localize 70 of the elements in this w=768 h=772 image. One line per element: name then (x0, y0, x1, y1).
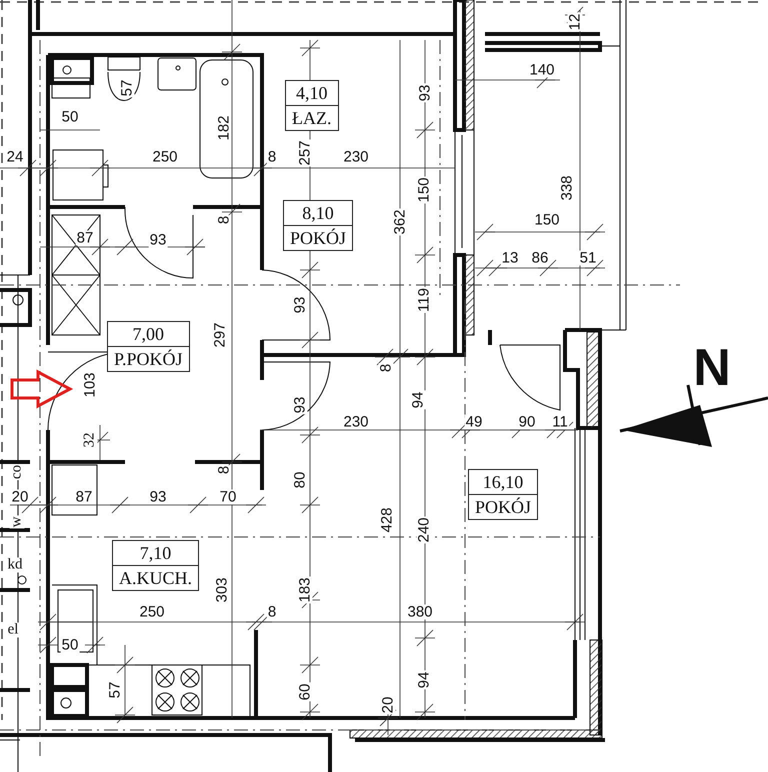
utility-label: el (6, 622, 20, 638)
dimension-label: 8 (266, 150, 278, 164)
dimension-label: 24 (6, 150, 24, 164)
dimension-label: 250 (151, 150, 179, 164)
dimension-label: 182 (216, 114, 232, 142)
dimension-label: 20 (10, 490, 30, 504)
dimension-label: 90 (518, 414, 536, 430)
dimension-label: 8 (216, 464, 232, 476)
dimension-label: 11 (551, 414, 569, 430)
room-area: 8,10 (284, 201, 352, 225)
dimension-label: 94 (416, 670, 432, 690)
dimension-label: 8 (266, 604, 278, 620)
room-area: 16,10 (469, 470, 538, 494)
room-label (107, 321, 190, 372)
dimension-label: 380 (406, 604, 434, 620)
dimension-label: 140 (528, 62, 556, 78)
utility-label: 32 (82, 432, 98, 448)
dimension-label: 257 (298, 139, 312, 167)
dimension-label: 93 (148, 490, 168, 504)
dimension-label: 87 (74, 490, 94, 504)
dimension-label: 93 (292, 296, 308, 314)
room-area: 7,00 (108, 322, 189, 346)
room-name: POKÓJ (469, 494, 538, 519)
dimension-label: 230 (342, 414, 370, 430)
dimension-label: 20 (380, 696, 396, 714)
dimension-label: 150 (533, 212, 561, 228)
room-label (112, 540, 200, 591)
room-area: 7,10 (113, 541, 198, 565)
dimension-label: 119 (416, 287, 432, 313)
dimension-label: 93 (292, 396, 308, 414)
dimension-label: 93 (418, 84, 432, 102)
dimension-label: 303 (214, 576, 230, 604)
dimension-label: 8 (378, 362, 394, 374)
dimension-label: 230 (342, 150, 370, 164)
dimension-label: 50 (60, 110, 80, 124)
dimension-label: 183 (298, 576, 312, 604)
dimension-label: 297 (212, 321, 228, 349)
dimension-label: 51 (578, 250, 598, 266)
dimension-label: 8 (216, 214, 232, 226)
dimension-label: 49 (464, 414, 484, 430)
utility-label: w (10, 516, 24, 528)
north-label: N (692, 342, 732, 394)
dimension-label: 60 (298, 682, 312, 702)
dimension-label: 50 (60, 638, 80, 652)
dimension-label: 12 (568, 12, 582, 32)
dimension-label: 93 (148, 232, 168, 248)
room-label (283, 200, 354, 251)
dimension-label: 86 (530, 250, 550, 266)
dimension-label: 362 (392, 208, 408, 236)
room-name: ŁAZ. (286, 105, 338, 130)
dimension-label: 70 (218, 490, 238, 504)
dimension-label: 57 (108, 680, 122, 700)
dimension-label: 87 (76, 230, 94, 246)
dimension-label: 428 (380, 506, 394, 534)
room-label (468, 469, 538, 520)
room-name: P.POKÓJ (108, 346, 189, 371)
dimension-label: 57 (120, 78, 134, 98)
dimension-label: 80 (292, 470, 308, 490)
dimension-label: 240 (416, 516, 432, 544)
room-label (285, 80, 338, 131)
dimension-label: 250 (138, 604, 166, 620)
dimension-label: 150 (416, 176, 432, 204)
dimension-label: 103 (82, 371, 98, 399)
dimension-label: 13 (500, 250, 520, 266)
room-name: POKÓJ (284, 225, 352, 250)
dimension-label: 94 (410, 390, 426, 410)
room-area: 4,10 (286, 81, 338, 105)
dimension-label: 338 (560, 174, 574, 202)
room-name: A.KUCH. (113, 565, 198, 590)
utility-label: kd (6, 558, 24, 572)
